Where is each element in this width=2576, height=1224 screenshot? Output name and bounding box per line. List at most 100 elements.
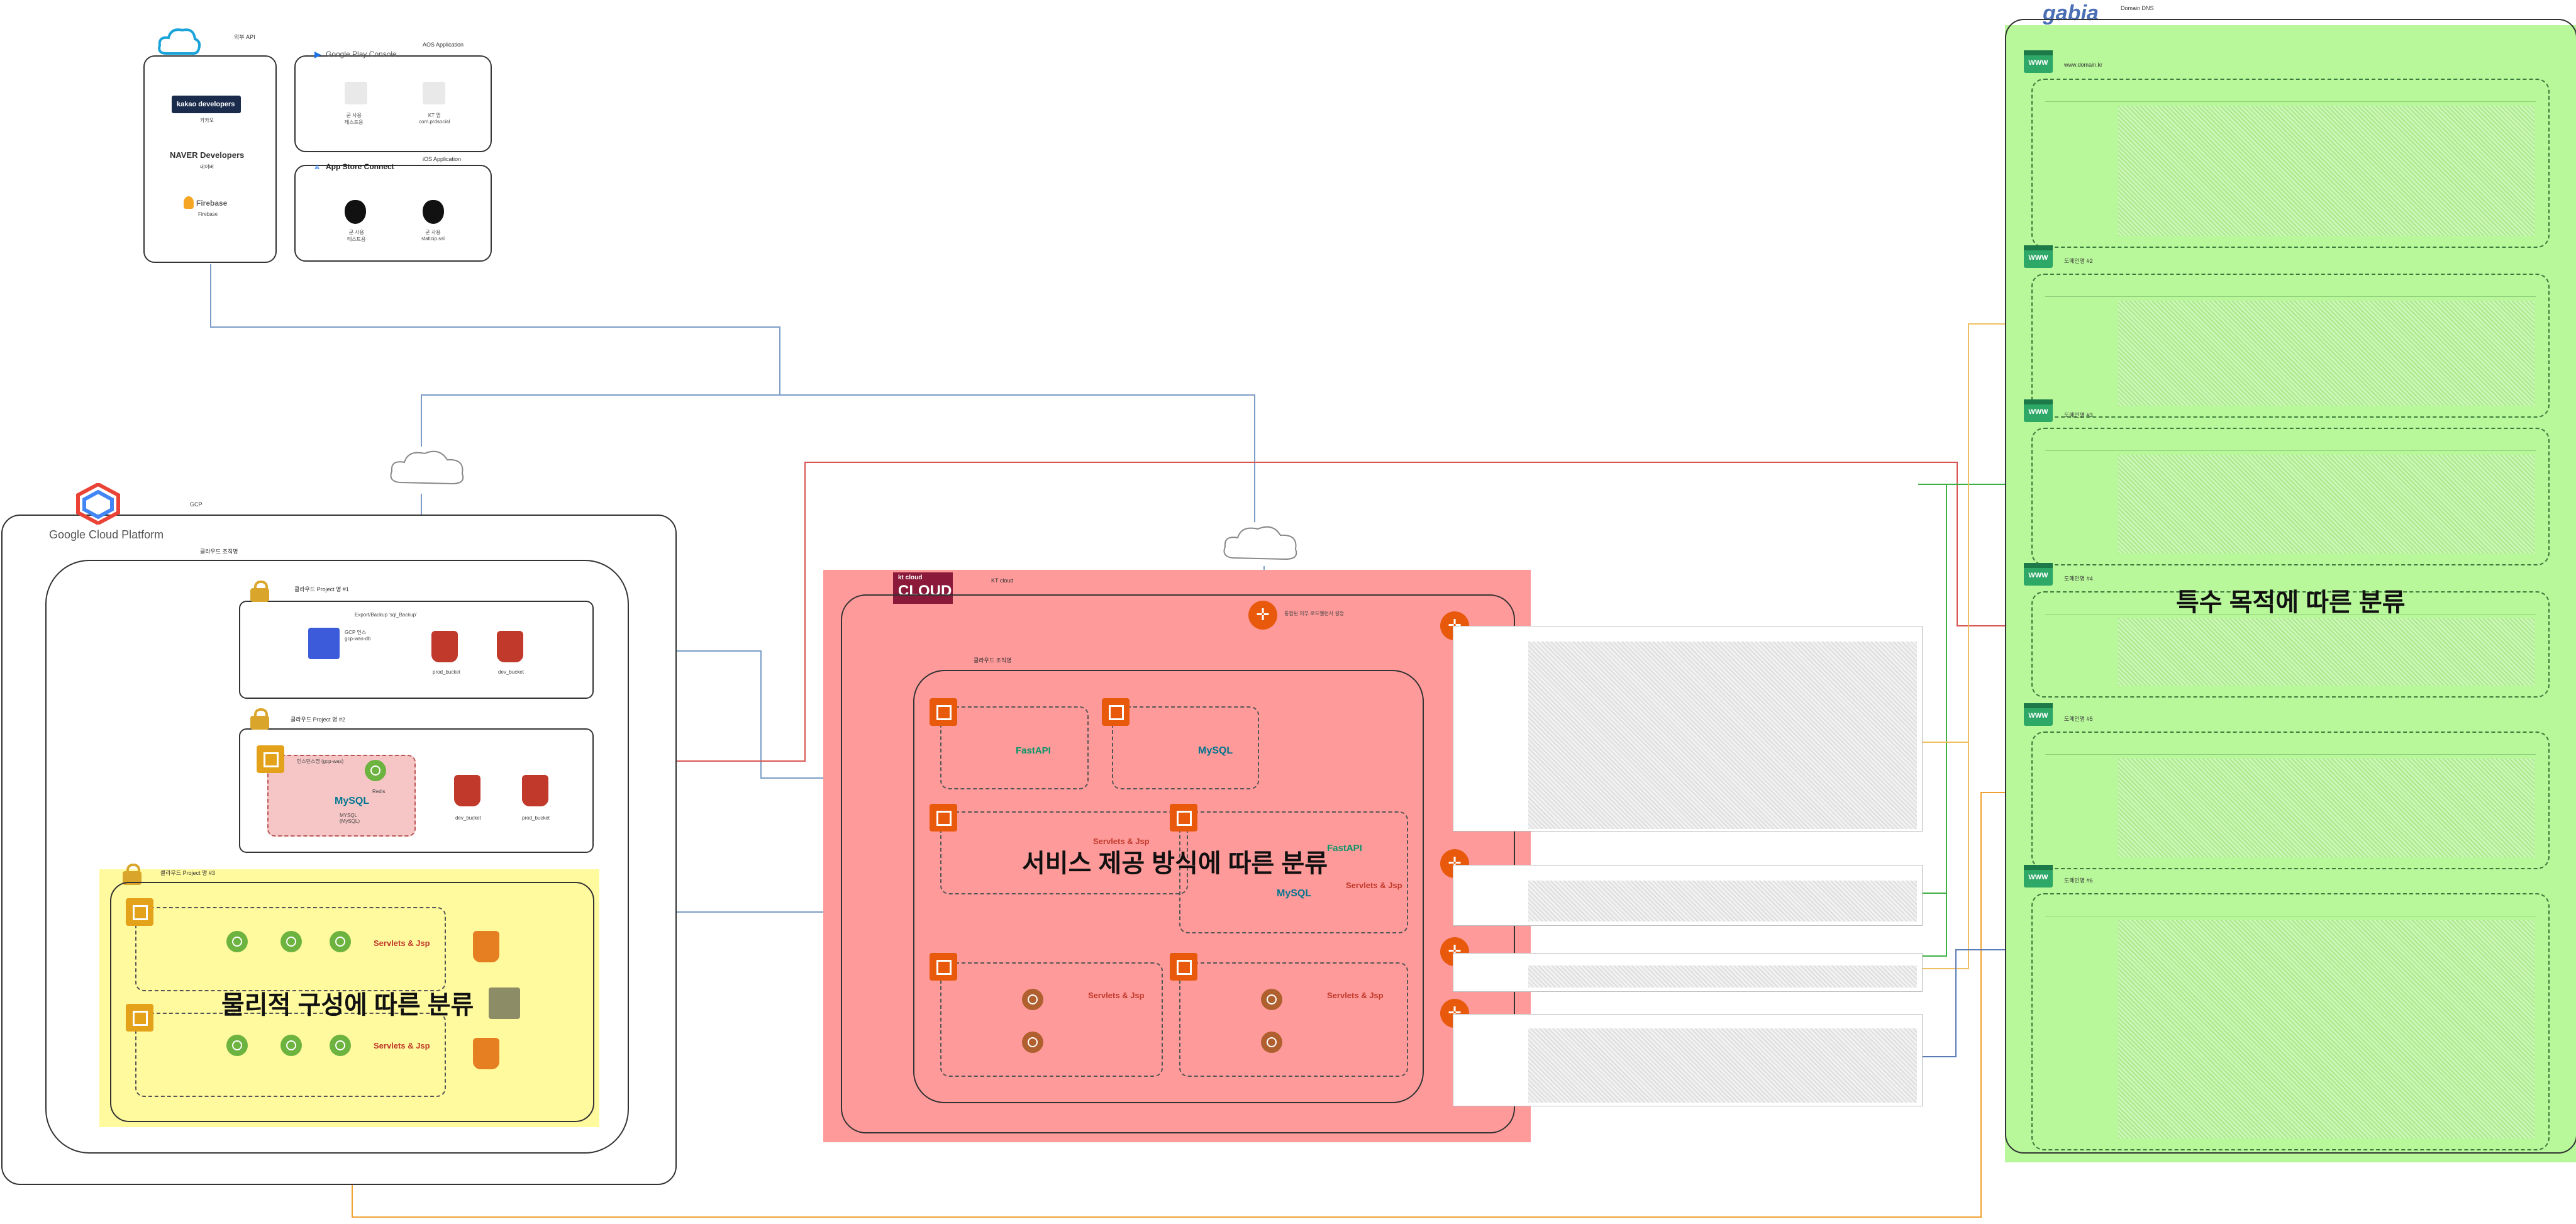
line-blue-right xyxy=(1918,949,2025,1057)
kt-group-2 xyxy=(1112,706,1259,789)
dns-panel-name: 도메인명 #6 xyxy=(2064,877,2093,884)
play-console-text: Google Play Console xyxy=(326,50,397,58)
internet-cloud-kt xyxy=(1220,519,1302,566)
project-b-dev-bucket-label: dev_bucket xyxy=(455,815,481,821)
www-icon: WWW xyxy=(2024,245,2053,268)
project-a-prod-bucket-icon xyxy=(431,631,458,662)
kt-group-6 xyxy=(1179,962,1408,1077)
kt-lb-note: 통합된 외부 로드밸런서 설정 xyxy=(1284,611,1344,616)
gabia-label: Domain DNS xyxy=(2121,5,2154,11)
project-c-servlets-1: Servlets & Jsp xyxy=(374,938,430,948)
dns-table-header xyxy=(2045,91,2536,102)
apple-logo-1 xyxy=(345,200,366,224)
dns-record-group xyxy=(2031,79,2550,248)
kt-instance-icon-4 xyxy=(1170,804,1197,832)
cloud-icon xyxy=(157,25,201,60)
spring-icon-2 xyxy=(280,931,302,952)
kt-group-3 xyxy=(940,811,1188,894)
kt-mysql-1: MySQL xyxy=(1198,745,1233,756)
dns-panel-name: 도메인명 #3 xyxy=(2064,412,2093,418)
dns-records-content xyxy=(2118,920,2534,1138)
www-icon-bar xyxy=(2024,703,2053,708)
special-classification-title: 특수 목적에 따른 분류 xyxy=(2176,589,2406,616)
project-c-bucket-icon-1 xyxy=(473,931,499,962)
spring-icon-6 xyxy=(330,1035,351,1056)
dns-panel-name: 도메인명 #4 xyxy=(2064,576,2093,582)
firebase-icon xyxy=(184,196,194,209)
kt-redis-icon-1 xyxy=(1022,989,1043,1010)
kt-cloud-title: KT cloud xyxy=(991,577,1014,584)
dns-panel-name: 도메인명 #2 xyxy=(2064,258,2093,264)
kt-cloud-logo-top: kt cloud xyxy=(898,574,923,581)
www-icon-bar xyxy=(2024,399,2053,404)
aos-app-1: 쿤 사용 테스트용 xyxy=(345,113,364,125)
dns-table-header xyxy=(2045,286,2536,297)
dns-records-content xyxy=(2118,455,2534,554)
naver-sub: 네이버 xyxy=(200,164,214,170)
www-icon-bar xyxy=(2024,50,2053,55)
line-orange-bottom xyxy=(352,792,2025,1218)
aos-panel xyxy=(294,55,492,152)
dns-record-group xyxy=(2031,732,2550,869)
line-cloud-kt xyxy=(780,394,1255,522)
www-icon: WWW xyxy=(2024,865,2053,887)
kt-instance-icon-5 xyxy=(930,953,957,981)
gcp-project-a xyxy=(239,601,594,699)
project-a-prod-bucket-label: prod_bucket xyxy=(433,669,461,675)
kt-group-5 xyxy=(940,962,1163,1077)
project-c-lock-icon xyxy=(123,864,142,885)
kt-cloud-outer-box xyxy=(841,594,1515,1133)
aos-label: AOS Application xyxy=(423,42,464,48)
dns-table-header xyxy=(2045,906,2536,916)
project-b-label: 클라우드 Project 명 #2 xyxy=(291,716,345,723)
gcp-title: GCP xyxy=(190,501,203,508)
external-api-label: 외부 API xyxy=(234,34,255,40)
line-yellow-1 xyxy=(1918,323,2025,969)
project-c-sql-icon xyxy=(489,988,520,1019)
www-icon-bar xyxy=(2024,865,2053,870)
dns-record-group xyxy=(2031,274,2550,418)
kt-cloud-inner-box xyxy=(913,670,1424,1103)
project-c-bucket-icon-2 xyxy=(473,1038,499,1069)
kt-group-4 xyxy=(1179,811,1408,933)
ios-panel xyxy=(294,165,492,262)
ios-app-1: 쿤 사용 테스트용 xyxy=(347,230,366,242)
www-icon-bar xyxy=(2024,563,2053,568)
kt-instance-icon-2 xyxy=(1102,698,1130,726)
project-a-lock-icon xyxy=(250,581,269,602)
play-icon: ▶ xyxy=(314,49,321,59)
kakao-logo xyxy=(172,96,241,113)
android-app-icon-1 xyxy=(345,82,367,104)
www-icon-bar xyxy=(2024,245,2053,250)
physical-classification-title: 물리적 구성에 따른 분류 xyxy=(221,991,474,1019)
gcp-logo-text: Google Cloud Platform xyxy=(49,528,164,541)
project-b-mysql-logo: MySQL xyxy=(335,796,370,806)
dns-records-content xyxy=(2118,301,2534,406)
dns-records-content xyxy=(2118,618,2534,686)
line-green-3 xyxy=(1918,893,1947,957)
kt-servlets-2: Servlets & Jsp xyxy=(1346,881,1402,890)
appstore-icon: ⩓ xyxy=(314,161,319,171)
project-a-dev-bucket-label: dev_bucket xyxy=(498,669,524,675)
project-c-instance-group-2 xyxy=(135,1013,446,1097)
www-icon: WWW xyxy=(2024,703,2053,726)
dns-records-content xyxy=(2118,759,2534,857)
dns-panel-name: www.domain.kr xyxy=(2064,62,2103,68)
www-icon: WWW xyxy=(2024,50,2053,73)
project-b-mysql-sub: MYSQL (MySQL) xyxy=(340,813,360,824)
dns-panel-name: 도메인명 #5 xyxy=(2064,716,2093,722)
project-b-prod-bucket-icon xyxy=(522,775,548,806)
dns-record-group xyxy=(2031,591,2550,698)
line-green-1 xyxy=(1918,484,1947,894)
cloud-sql-icon xyxy=(308,628,340,659)
project-b-inst-note: 인스턴스명 (gcp-was) xyxy=(297,759,344,764)
table-area-3-content xyxy=(1528,965,1917,988)
table-area-4-content xyxy=(1528,1028,1917,1103)
project-c-servlets-2: Servlets & Jsp xyxy=(374,1041,430,1050)
project-a-dev-bucket-icon xyxy=(497,631,523,662)
project-b-prod-bucket-label: prod_bucket xyxy=(522,815,550,821)
gabia-outer-box xyxy=(2005,19,2576,1154)
dns-table-header xyxy=(2045,604,2536,615)
kakao-logo-text: kakao developers xyxy=(177,101,235,108)
project-b-dev-bucket-icon xyxy=(454,775,480,806)
